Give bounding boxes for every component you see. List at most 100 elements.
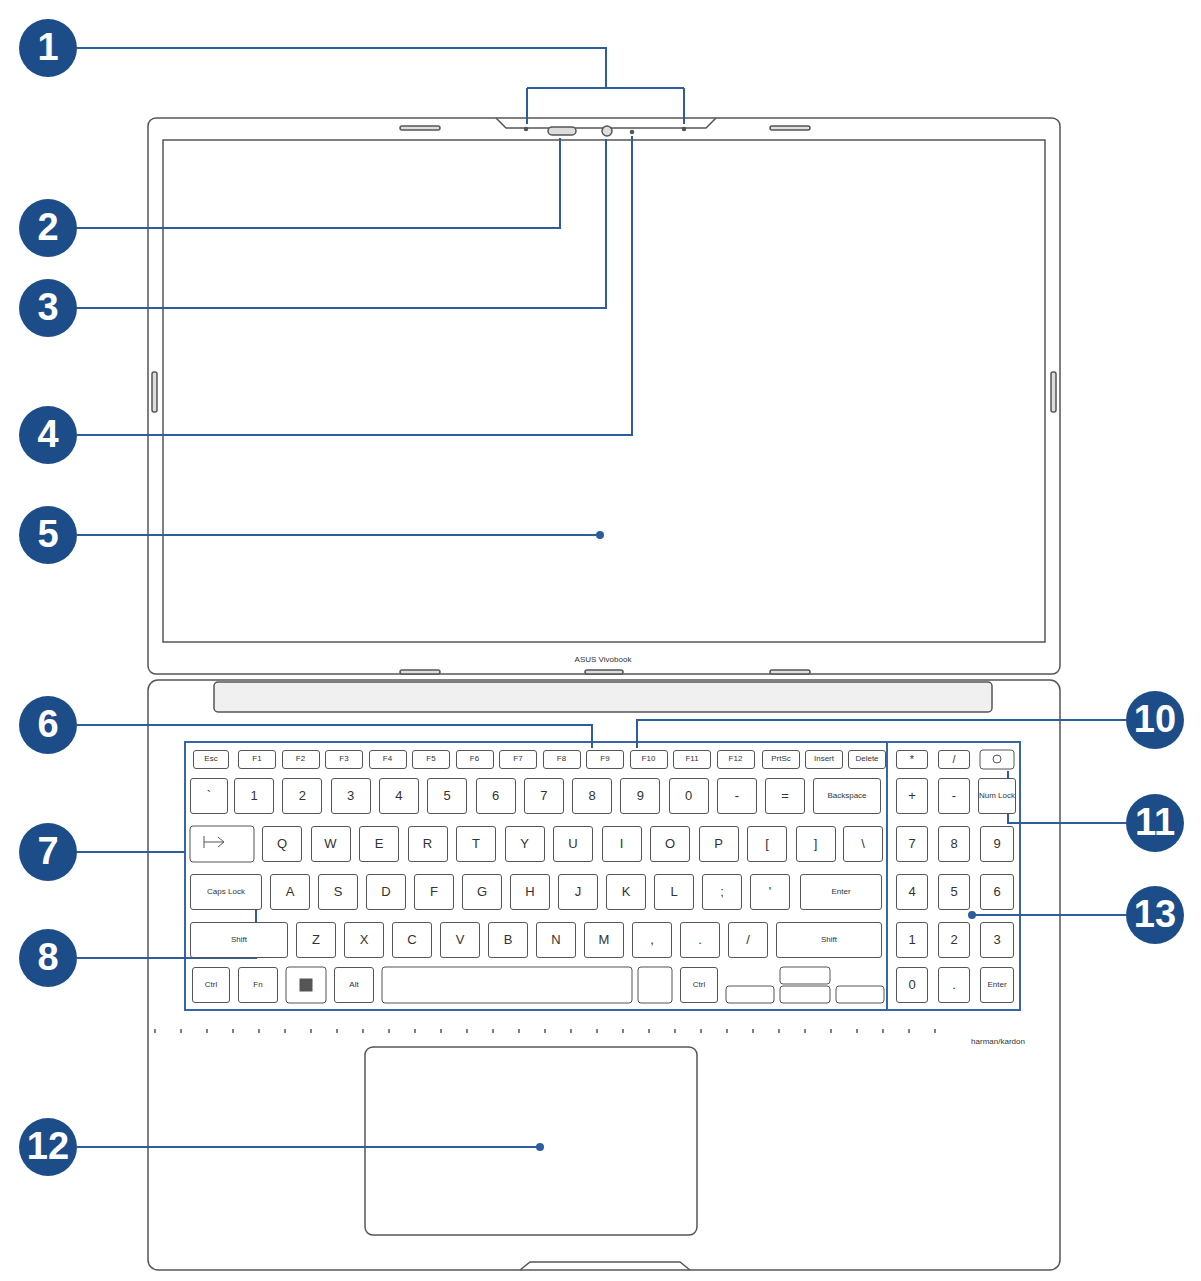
keyboard-key: 1: [896, 922, 928, 958]
keyboard-key: P: [699, 826, 739, 862]
keyboard-key: S: [318, 874, 358, 910]
callout-number: 12: [19, 1118, 77, 1176]
key-label: 8: [950, 837, 957, 851]
keyboard-key: A: [270, 874, 310, 910]
grille-tick: [648, 1029, 650, 1033]
grille-tick: [752, 1029, 754, 1033]
key-label: Y: [520, 837, 529, 851]
keyboard-key: +: [896, 778, 928, 814]
key-label: Ctrl: [205, 981, 217, 990]
key-label: A: [286, 885, 295, 899]
key-label: I: [620, 837, 624, 851]
callout-number-text: 2: [37, 207, 58, 249]
key-label: E: [375, 837, 384, 851]
hinge-slot: [585, 670, 623, 674]
windows-key: [286, 967, 326, 1003]
keyboard-key: Backspace: [813, 778, 881, 814]
callout-number: 8: [19, 929, 77, 987]
callout-number-text: 4: [37, 414, 58, 456]
key-label: 7: [540, 789, 547, 803]
grille-tick: [258, 1029, 260, 1033]
keyboard-key: ;: [702, 874, 742, 910]
keyboard-key: N: [536, 922, 576, 958]
keyboard-key: C: [392, 922, 432, 958]
speaker-grille: [155, 1029, 935, 1033]
key-label: Insert: [814, 755, 834, 764]
keyboard-key: 9: [980, 826, 1014, 862]
keyboard-key: Shift: [190, 922, 288, 958]
arrow-key: [836, 986, 884, 1003]
keyboard-key: U: [553, 826, 593, 862]
key-label: M: [599, 933, 610, 947]
callout-number-text: 1: [37, 27, 58, 69]
key-label: F7: [513, 755, 522, 764]
bezel-slot: [1051, 372, 1056, 412]
key-label: T: [472, 837, 480, 851]
key-label: Ctrl: [693, 981, 705, 990]
keyboard-key: O: [650, 826, 690, 862]
keyboard-key: K: [606, 874, 646, 910]
grille-tick: [570, 1029, 572, 1033]
callout-number: 5: [19, 506, 77, 564]
display-panel: [163, 140, 1045, 642]
key-label: +: [908, 789, 916, 803]
keyboard-key: T: [456, 826, 496, 862]
keyboard-key: /: [938, 750, 970, 769]
keyboard-key: F3: [325, 750, 363, 769]
key-label: G: [477, 885, 487, 899]
keyboard-key: =: [765, 778, 805, 814]
keyboard-key: Num Lock: [978, 778, 1016, 814]
keyboard-key: 5: [938, 874, 970, 910]
keyboard-key: ]: [796, 826, 836, 862]
microphone: [525, 128, 528, 131]
callout-number: 7: [19, 823, 77, 881]
key-label: -: [735, 789, 739, 803]
grille-tick: [284, 1029, 286, 1033]
grille-tick: [726, 1029, 728, 1033]
key-label: ': [769, 885, 771, 899]
grille-tick: [856, 1029, 858, 1033]
key-label: R: [423, 837, 432, 851]
windows-icon: [300, 979, 312, 991]
grille-tick: [466, 1029, 468, 1033]
callout-number-text: 10: [1134, 699, 1176, 741]
key-label: X: [360, 933, 369, 947]
grille-tick: [336, 1029, 338, 1033]
key-label: F10: [642, 755, 656, 764]
key-label: /: [746, 933, 750, 947]
key-label: 5: [950, 885, 957, 899]
keyboard-key: F10: [630, 750, 668, 769]
key-label: F: [430, 885, 438, 899]
keyboard-key: 6: [476, 778, 516, 814]
keyboard-key: 7: [524, 778, 564, 814]
arrow-key: [726, 986, 774, 1003]
grille-tick: [830, 1029, 832, 1033]
key-label: [: [765, 837, 769, 851]
callout-number: 6: [19, 696, 77, 754]
keyboard-key: Enter: [800, 874, 882, 910]
grille-tick: [180, 1029, 182, 1033]
keyboard-key: Ctrl: [680, 967, 718, 1003]
key-label: S: [334, 885, 343, 899]
keyboard-key: 6: [980, 874, 1014, 910]
key-label: V: [456, 933, 465, 947]
key-label: .: [698, 933, 702, 947]
callout-number: 3: [19, 279, 77, 337]
key-label: *: [910, 753, 914, 765]
keyboard-key: 4: [379, 778, 419, 814]
callout-number-text: 11: [1135, 802, 1175, 844]
keyboard-key: V: [440, 922, 480, 958]
key-label: 1: [908, 933, 915, 947]
keyboard-key: D: [366, 874, 406, 910]
keyboard-key: 0: [669, 778, 709, 814]
key-label: \: [861, 837, 865, 851]
keyboard-key: Delete: [848, 750, 886, 769]
keyboard-key: H: [510, 874, 550, 910]
keyboard-key: Alt: [334, 967, 374, 1003]
speaker-brand-label: harman/kardon: [969, 1037, 1027, 1046]
keyboard-key: Enter: [980, 967, 1014, 1003]
key-label: 4: [908, 885, 915, 899]
key-label: O: [665, 837, 675, 851]
key-label: W: [324, 837, 336, 851]
callout-number: 11: [1126, 794, 1184, 852]
